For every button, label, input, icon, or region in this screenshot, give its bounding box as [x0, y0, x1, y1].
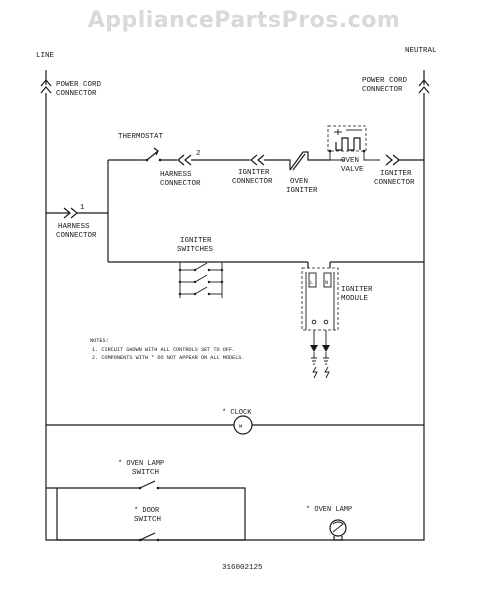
igniter-switches-label: IGNITER: [180, 237, 212, 245]
harness-top-label: HARNESS: [160, 171, 192, 179]
thermostat-label: THERMOSTAT: [118, 133, 164, 141]
pin-1-label: 1: [80, 204, 85, 212]
thermostat-symbol: [138, 147, 177, 162]
neutral-rail: [330, 70, 430, 541]
oven-lamp-switch-label: * OVEN LAMP: [118, 460, 164, 468]
oven-valve-symbol: [327, 125, 380, 161]
oven-lamp-symbol: [245, 519, 347, 541]
harness-left-label-2: CONNECTOR: [56, 232, 97, 240]
note-1: 1. CIRCUIT SHOWN WITH ALL CONTROLS SET T…: [92, 347, 235, 353]
power-cord-left-label-2: CONNECTOR: [56, 90, 97, 98]
oven-lamp-icon: [329, 519, 347, 537]
notes-title: NOTES:: [90, 338, 109, 344]
pin-2-label: 2: [196, 150, 201, 158]
clock-label: * CLOCK: [222, 409, 252, 417]
module-terminal-l: L: [310, 280, 313, 286]
igniter-switches-label-2: SWITCHES: [177, 246, 214, 254]
module-terminal-n: N: [325, 280, 328, 286]
door-switch-label-2: SWITCH: [134, 516, 161, 524]
igniter-switches: [108, 261, 308, 298]
neutral-label: NEUTRAL: [405, 47, 437, 55]
watermark: AppliancePartsPros.com: [87, 8, 401, 33]
oven-igniter-label-2: IGNITER: [286, 187, 318, 195]
clock-branch: [46, 415, 424, 435]
door-switch-label: * DOOR: [134, 507, 160, 515]
igniter-conn-right-label: IGNITER: [380, 170, 412, 178]
igniter-connector-left: [250, 154, 288, 166]
harness-top-label-2: CONNECTOR: [160, 180, 201, 188]
oven-lamp-switch-label-2: SWITCH: [132, 469, 159, 477]
harness-connector-top: [177, 154, 250, 166]
part-number: 316002125: [222, 564, 263, 572]
oven-valve-label-2: VALVE: [341, 166, 364, 174]
igniter-module: [301, 261, 424, 379]
power-cord-left-label: POWER CORD: [56, 81, 102, 89]
note-2: 2. COMPONENTS WITH * DO NOT APPEAR ON AL…: [92, 355, 245, 361]
igniter-module-label-2: MODULE: [341, 295, 369, 303]
clock-motor-symbol: M: [239, 424, 242, 430]
harness-connector-left: [46, 207, 108, 219]
igniter-conn-left-label-2: CONNECTOR: [232, 178, 273, 186]
igniter-conn-left-label: IGNITER: [238, 169, 270, 177]
harness-left-label: HARNESS: [58, 223, 90, 231]
igniter-module-label: IGNITER: [341, 286, 373, 294]
power-cord-right-label: POWER CORD: [362, 77, 408, 85]
clock-motor-icon: [233, 415, 253, 435]
oven-lamp-label: * OVEN LAMP: [306, 506, 352, 514]
igniter-conn-right-label-2: CONNECTOR: [374, 179, 415, 187]
line-label: LINE: [36, 52, 55, 60]
oven-igniter-symbol: [288, 151, 330, 171]
igniter-connector-right: [385, 154, 424, 166]
oven-igniter-label: OVEN: [290, 178, 308, 186]
lamp-switch-branch: [46, 480, 246, 542]
oven-valve-label: OVEN: [341, 157, 359, 165]
power-cord-right-label-2: CONNECTOR: [362, 86, 403, 94]
top-branch: [107, 159, 138, 262]
